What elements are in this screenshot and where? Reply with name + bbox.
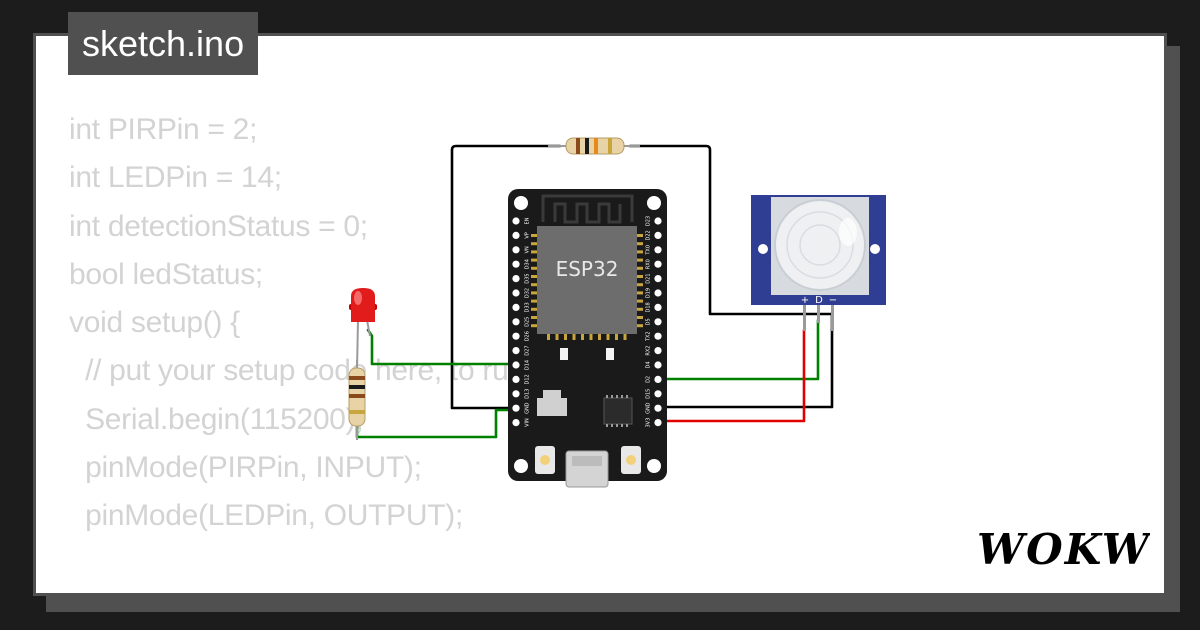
esp32-pin-left[interactable] [512,419,520,427]
esp32-pin-right[interactable] [654,289,662,297]
esp32-pin-label: D19 [646,288,652,298]
esp32-pin-label: 3V3 [646,418,652,428]
esp32-pin-label: TX2 [646,331,652,342]
code-line: int detectionStatus = 0; [69,209,368,243]
esp32-pin-label: D34 [525,259,531,269]
esp32-pin-label: D12 [525,374,531,384]
resistor-led [348,360,366,440]
esp32-pin-label: D14 [525,360,531,370]
esp32-pin-right[interactable] [654,361,662,369]
pir-sensor: + D − [751,195,886,331]
esp32-pin-label: D25 [525,317,531,327]
esp32-pin-label: D21 [646,273,652,283]
esp32-pin-label: D23 [646,216,652,226]
esp32-pin-left[interactable] [512,260,520,268]
esp32-pin-label: D22 [646,230,652,240]
wire-pir-gnd-to-esp [655,328,834,409]
esp32-pin-left[interactable] [512,231,520,239]
wire-pir-data-to-d2 [655,318,820,381]
wokwi-logo: WOKWi [977,525,1150,574]
esp32-pin-label: D15 [646,389,652,399]
wire-pir-vcc-to-3v3 [655,328,806,423]
esp32-pin-right[interactable] [654,332,662,340]
esp32-pin-left[interactable] [512,361,520,369]
esp32-pin-label: RX2 [646,346,652,356]
esp32-pin-label: VN [525,246,531,253]
esp32-pin-label: D27 [525,345,531,355]
esp32-pin-label: GND [525,402,531,414]
esp32-pin-label: D5 [646,318,652,325]
pir-pin-vcc-label: + [801,295,809,306]
code-line: void setup() { [69,306,240,340]
esp32-pin-label: D33 [525,302,531,312]
code-line: bool ledStatus; [69,257,263,291]
esp32-pin-left[interactable] [512,217,520,225]
esp32-pin-left[interactable] [512,275,520,283]
esp32-pin-left[interactable] [512,289,520,297]
wire-gnd-to-resistor [450,144,562,410]
esp32-pin-label: GND [646,402,652,414]
esp32-pin-right[interactable] [654,231,662,239]
esp32-pin-right[interactable] [654,419,662,427]
code-line: pinMode(LEDPin, OUTPUT); [69,499,463,533]
esp32-pin-right[interactable] [654,404,662,412]
esp32-pin-left[interactable] [512,347,520,355]
red-led [349,288,377,371]
esp32-pin-right[interactable] [654,246,662,254]
esp32-pin-label: D18 [646,302,652,312]
esp32-pin-label: EN [525,217,531,224]
esp32-pin-label: D13 [525,389,531,399]
esp32-label: ESP32 [556,257,619,281]
esp32-pin-right[interactable] [654,390,662,398]
esp32-pin-left[interactable] [512,332,520,340]
esp32-pin-left[interactable] [512,375,520,383]
wokwi-logo-text: WOKWi [977,525,1150,574]
esp32-board: ESP32 ENVPVND34D35D32D33D25D26D27D14D12D… [508,189,667,488]
pir-pin-data-label: D [815,295,823,306]
esp32-pin-label: TX0 [646,245,652,256]
esp32-pin-right[interactable] [654,347,662,355]
code-line: int PIRPin = 2; [69,113,258,146]
wire-led-resistor-to-gnd [355,408,518,439]
esp32-pin-left[interactable] [512,404,520,412]
wire-led-to-d14 [366,328,518,366]
code-line: Serial.begin(115200); [69,402,364,436]
code-line: int LEDPin = 14; [69,161,282,195]
esp32-pin-label: D26 [525,331,531,341]
esp32-pin-left[interactable] [512,246,520,254]
esp32-pin-right[interactable] [654,217,662,225]
wire-resistor-to-pir-gnd [628,144,834,332]
pir-pin-gnd-label: − [829,295,837,306]
esp32-pin-label: D35 [525,273,531,283]
esp32-pin-right[interactable] [654,260,662,268]
esp32-pin-label: D2 [646,376,652,383]
esp32-pin-label: D32 [525,288,531,298]
file-tab[interactable]: sketch.ino [68,12,259,75]
esp32-pin-label: RX0 [646,259,652,269]
esp32-pin-left[interactable] [512,318,520,326]
esp32-pin-right[interactable] [654,303,662,311]
resistor-top [548,137,640,155]
esp32-pin-label: VIN [525,418,531,427]
esp32-pin-right[interactable] [654,375,662,383]
esp32-pin-left[interactable] [512,303,520,311]
esp32-pin-label: D4 [646,361,652,368]
esp32-pin-right[interactable] [654,275,662,283]
code-line: pinMode(PIRPin, INPUT); [69,451,422,485]
esp32-pin-left[interactable] [512,390,520,398]
esp32-pin-right[interactable] [654,318,662,326]
esp32-pin-label: VP [525,232,531,238]
